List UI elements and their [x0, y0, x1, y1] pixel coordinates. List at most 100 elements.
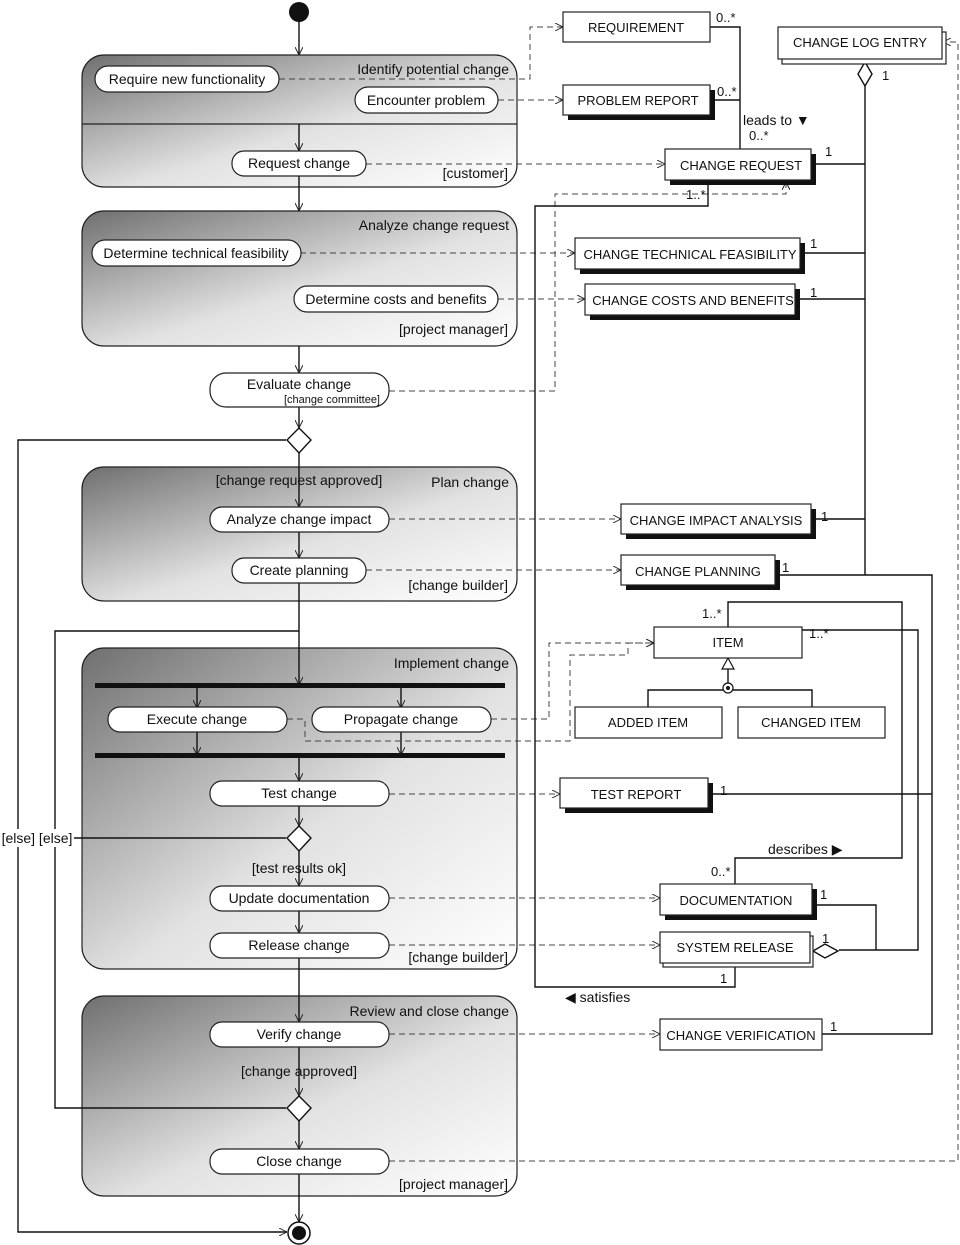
guard-test-ok: [test results ok] — [252, 860, 346, 876]
entity-costs-benefits: CHANGE COSTS AND BENEFITS — [584, 283, 800, 320]
mult-release-satisfies: 1 — [720, 971, 727, 986]
svg-text:ADDED ITEM: ADDED ITEM — [608, 715, 688, 730]
activity-propagate-change — [311, 706, 492, 733]
guard-change-approved: [change approved] — [241, 1063, 357, 1079]
activity-update-documentation — [209, 885, 390, 912]
svg-text:ITEM: ITEM — [712, 635, 743, 650]
label-describes: describes ▶ — [768, 841, 843, 857]
label-evaluate-role: [change committee] — [284, 394, 380, 406]
entity-changed-item: CHANGED ITEM — [737, 706, 886, 739]
svg-text:TEST REPORT: TEST REPORT — [591, 787, 682, 802]
label-propagate-change: Propagate change — [344, 711, 459, 727]
phase-title-plan: Plan change — [431, 474, 509, 490]
label-create-planning: Create planning — [250, 562, 349, 578]
activity-evaluate-change — [209, 372, 390, 408]
activity-analyze-impact — [209, 506, 390, 533]
mult-feasibility: 1 — [810, 236, 817, 251]
svg-text:CHANGE REQUEST: CHANGE REQUEST — [680, 158, 802, 173]
phase-role-plan: [change builder] — [408, 577, 508, 593]
mult-change-request: 1 — [825, 144, 832, 159]
entity-documentation: DOCUMENTATION — [659, 883, 817, 920]
mult-release-one: 1 — [822, 931, 829, 946]
mult-costs: 1 — [810, 285, 817, 300]
entity-change-verification: CHANGE VERIFICATION — [659, 1018, 823, 1051]
label-verify-change: Verify change — [257, 1026, 342, 1042]
activity-require-new-functionality — [94, 65, 280, 93]
svg-text:CHANGE PLANNING: CHANGE PLANNING — [635, 564, 761, 579]
mult-doc-one: 1 — [820, 887, 827, 902]
activity-verify-change — [209, 1021, 390, 1048]
entity-impact-analysis: CHANGE IMPACT ANALYSIS — [620, 503, 816, 539]
phase-role-identify: [customer] — [443, 165, 508, 181]
mult-impact: 1 — [821, 509, 828, 524]
decision-test — [286, 825, 312, 853]
mult-test-report: 1 — [720, 783, 727, 798]
label-determine-costs: Determine costs and benefits — [305, 291, 486, 307]
fork-bar — [95, 683, 505, 688]
label-require-new-functionality: Require new functionality — [109, 71, 265, 87]
label-evaluate-change: Evaluate change — [247, 376, 352, 392]
entity-tech-feasibility: CHANGE TECHNICAL FEASIBILITY — [574, 237, 805, 274]
svg-text:CHANGE VERIFICATION: CHANGE VERIFICATION — [666, 1028, 815, 1043]
mult-item-right: 1..* — [809, 626, 829, 641]
final-node — [287, 1221, 311, 1245]
mult-documentation: 0..* — [711, 864, 731, 879]
activity-close-change — [209, 1148, 390, 1175]
svg-text:DOCUMENTATION: DOCUMENTATION — [680, 893, 793, 908]
guard-request-approved: [change request approved] — [216, 472, 383, 488]
svg-text:CHANGE TECHNICAL FEASIBILITY: CHANGE TECHNICAL FEASIBILITY — [583, 247, 796, 262]
mult-log: 1 — [882, 68, 889, 83]
mult-verification: 1 — [830, 1019, 837, 1034]
activity-create-planning — [231, 557, 367, 584]
entity-requirement: REQUIREMENT — [562, 11, 711, 43]
activity-test-change — [209, 780, 390, 807]
entity-problem-report: PROBLEM REPORT — [562, 84, 715, 120]
entity-added-item: ADDED ITEM — [574, 706, 723, 739]
label-leads-to: leads to ▼ — [743, 112, 810, 128]
entity-test-report: TEST REPORT — [559, 777, 713, 813]
entity-system-release: SYSTEM RELEASE — [659, 931, 814, 968]
entity-change-planning: CHANGE PLANNING — [620, 554, 780, 590]
mult-leads-to: 0..* — [749, 128, 769, 143]
svg-text:CHANGE IMPACT ANALYSIS: CHANGE IMPACT ANALYSIS — [630, 513, 803, 528]
label-close-change: Close change — [256, 1153, 342, 1169]
phase-role-review: [project manager] — [399, 1176, 508, 1192]
initial-node — [289, 2, 309, 22]
mult-request-satisfies: 1..* — [686, 187, 706, 202]
phase-title-implement: Implement change — [394, 655, 509, 671]
activity-determine-feasibility — [91, 239, 302, 267]
label-satisfies: ◀ satisfies — [565, 989, 630, 1005]
svg-text:CHANGE LOG ENTRY: CHANGE LOG ENTRY — [793, 35, 927, 50]
label-execute-change: Execute change — [147, 711, 248, 727]
svg-text:CHANGE COSTS AND BENEFITS: CHANGE COSTS AND BENEFITS — [592, 293, 794, 308]
aggregation-diamond-release — [811, 943, 840, 959]
activity-release-change — [209, 932, 390, 959]
label-analyze-impact: Analyze change impact — [227, 511, 372, 527]
mult-item-left: 1..* — [702, 606, 722, 621]
phase-title-identify: Identify potential change — [357, 61, 509, 77]
activity-request-change — [231, 150, 367, 177]
entity-change-log-entry: CHANGE LOG ENTRY — [777, 26, 947, 65]
activity-determine-costs — [293, 285, 499, 313]
aggregation-diamond-log — [857, 60, 873, 88]
decision-approval — [286, 427, 312, 455]
svg-text:CHANGED ITEM: CHANGED ITEM — [761, 715, 861, 730]
activity-execute-change — [107, 706, 288, 733]
mult-planning: 1 — [782, 560, 789, 575]
phase-role-implement: [change builder] — [408, 949, 508, 965]
svg-text:REQUIREMENT: REQUIREMENT — [588, 20, 684, 35]
decision-verify — [286, 1095, 312, 1123]
guard-else: [else] [else] — [2, 830, 73, 846]
phase-title-analyze: Analyze change request — [359, 217, 509, 233]
label-test-change: Test change — [261, 785, 337, 801]
mult-problem-report: 0..* — [717, 84, 737, 99]
join-bar — [95, 753, 505, 758]
phase-title-review: Review and close change — [349, 1003, 509, 1019]
activity-encounter-problem — [354, 86, 499, 114]
phase-role-analyze: [project manager] — [399, 321, 508, 337]
entity-change-request: CHANGE REQUEST — [664, 148, 816, 185]
label-release-change: Release change — [248, 937, 349, 953]
phase-analyze: Analyze change request [project manager] — [81, 210, 518, 347]
entity-item: ITEM — [653, 626, 803, 659]
svg-text:SYSTEM RELEASE: SYSTEM RELEASE — [676, 940, 793, 955]
